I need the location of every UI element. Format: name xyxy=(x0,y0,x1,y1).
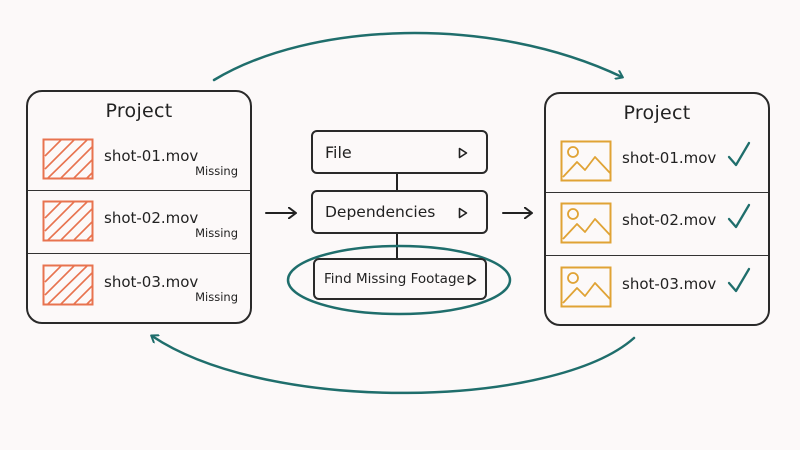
triangle-right-icon xyxy=(458,207,468,219)
file-name: shot-02.mov xyxy=(622,211,717,229)
panel-title: Project xyxy=(105,100,173,122)
row-divider xyxy=(546,255,768,256)
triangle-right-icon xyxy=(467,274,477,286)
file-name: shot-01.mov xyxy=(104,147,199,165)
checkmark-icon xyxy=(727,203,751,229)
image-icon xyxy=(560,140,612,182)
project-panel-before: Project shot-01.mov Missing xyxy=(26,90,252,324)
checkmark-icon xyxy=(727,141,751,167)
file-name: shot-03.mov xyxy=(622,275,717,293)
list-item[interactable]: shot-01.mov xyxy=(556,134,758,192)
row-divider xyxy=(28,190,250,191)
menu-item-label: Dependencies xyxy=(325,203,436,221)
row-divider xyxy=(28,253,250,254)
highlight-ellipse xyxy=(286,244,512,316)
file-name: shot-01.mov xyxy=(622,149,717,167)
row-divider xyxy=(546,192,768,193)
missing-footage-icon xyxy=(42,138,94,180)
panel-title: Project xyxy=(623,102,691,124)
file-name: shot-02.mov xyxy=(104,209,199,227)
file-name: shot-03.mov xyxy=(104,273,199,291)
top-loop-arrow xyxy=(212,31,622,82)
menu-item-dependencies[interactable]: Dependencies xyxy=(311,190,488,234)
list-item[interactable]: shot-02.mov xyxy=(556,196,758,254)
list-item[interactable]: shot-03.mov Missing xyxy=(38,258,240,316)
missing-footage-icon xyxy=(42,200,94,242)
status-label: Missing xyxy=(195,290,238,304)
menu-item-file[interactable]: File xyxy=(311,130,488,174)
image-icon xyxy=(560,202,612,244)
status-label: Missing xyxy=(195,164,238,178)
status-label: Missing xyxy=(195,226,238,240)
list-item[interactable]: shot-03.mov xyxy=(556,260,758,318)
menu-item-find-missing-footage[interactable]: Find Missing Footage xyxy=(313,258,487,300)
checkmark-icon xyxy=(727,267,751,293)
image-icon xyxy=(560,266,612,308)
menu-item-label: Find Missing Footage xyxy=(324,271,465,287)
project-panel-after: Project shot-01.mov shot-02.mov xyxy=(544,92,770,326)
triangle-right-icon xyxy=(458,147,468,159)
bottom-loop-arrow xyxy=(152,336,636,395)
menu-item-label: File xyxy=(325,143,352,162)
list-item[interactable]: shot-01.mov Missing xyxy=(38,132,240,190)
missing-footage-icon xyxy=(42,264,94,306)
list-item[interactable]: shot-02.mov Missing xyxy=(38,194,240,252)
